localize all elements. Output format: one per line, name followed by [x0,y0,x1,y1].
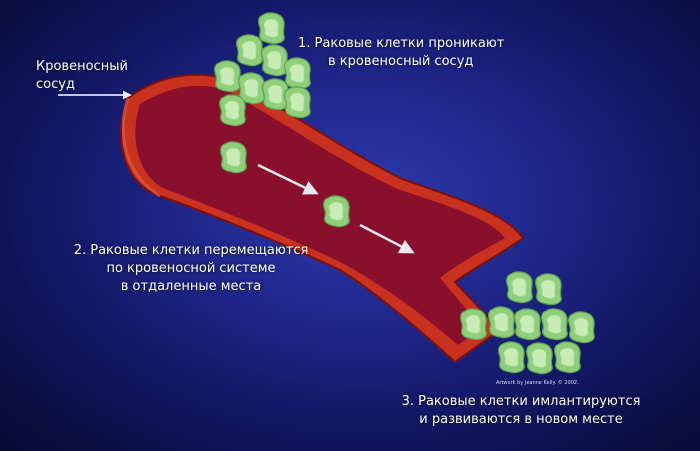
step2-label-line-2: по кровеносной системе [106,261,276,276]
vessel-label: Кровеносный сосуд [36,58,128,94]
vessel-label-line-2: сосуд [36,77,75,92]
artwork-credit: Artwork by Jeanne Kelly. © 2002. [496,380,579,386]
step2-label-line-3: в отдаленные места [120,279,262,294]
vessel-lumen [135,85,505,345]
cancer-cell-travelling-1 [219,141,247,174]
flow-arrow-1 [257,163,319,195]
step3-label: 3. Раковые клетки имлантируются и развив… [390,393,652,429]
step1-label-line-2: в кровеносный сосуд [328,54,474,69]
step3-label-line-2: и развиваются в новом месте [419,412,623,427]
step3-label-line-1: 3. Раковые клетки имлантируются [401,394,641,409]
vessel-label-line-1: Кровеносный [36,59,128,74]
cell-cluster-new-site [459,271,595,375]
step1-label: 1. Раковые клетки проникают в кровеносны… [298,35,504,71]
step2-label-line-1: 2. Раковые клетки перемещаются [73,243,309,258]
step2-label: 2. Раковые клетки перемещаются по кровен… [65,242,317,296]
vessel-opening [121,97,161,198]
step1-label-line-1: 1. Раковые клетки проникают [298,36,505,51]
flow-arrow-2 [359,223,415,254]
cancer-cell-travelling-2 [322,195,350,228]
